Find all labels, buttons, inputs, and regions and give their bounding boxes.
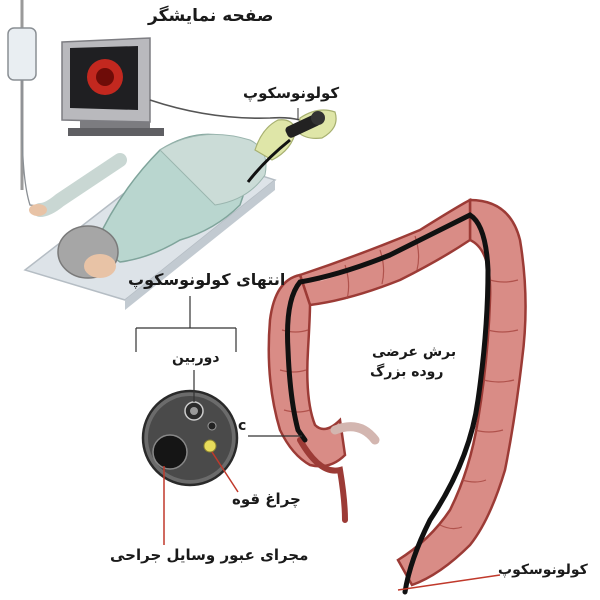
label-colonoscope-top: کولونوسکوپ (243, 84, 340, 102)
doctor-hands (254, 109, 337, 161)
label-transverse-colon-line1: برش عرضی (372, 344, 457, 360)
label-camera: دوربین (172, 350, 220, 366)
patient (29, 133, 267, 279)
label-monitor: صفحه نمایشگر (148, 6, 274, 26)
label-instrument-channel: مجرای عبور وسایل جراحی (110, 546, 309, 564)
monitor (61, 37, 164, 136)
scope-tip-detail (141, 389, 239, 487)
leader-lines (135, 108, 501, 591)
label-colonoscope-bottom: کولونوسکوپ (498, 562, 588, 578)
label-transverse-colon-line2: روده بزرگ (370, 364, 444, 380)
colonoscope-tube (285, 212, 491, 595)
label-scope-tip: انتهای کولونوسکوپ (128, 270, 286, 289)
label-light: چراغ قوه (232, 490, 301, 508)
iv-stand (7, 0, 56, 209)
label-c-marker: c (238, 418, 247, 434)
